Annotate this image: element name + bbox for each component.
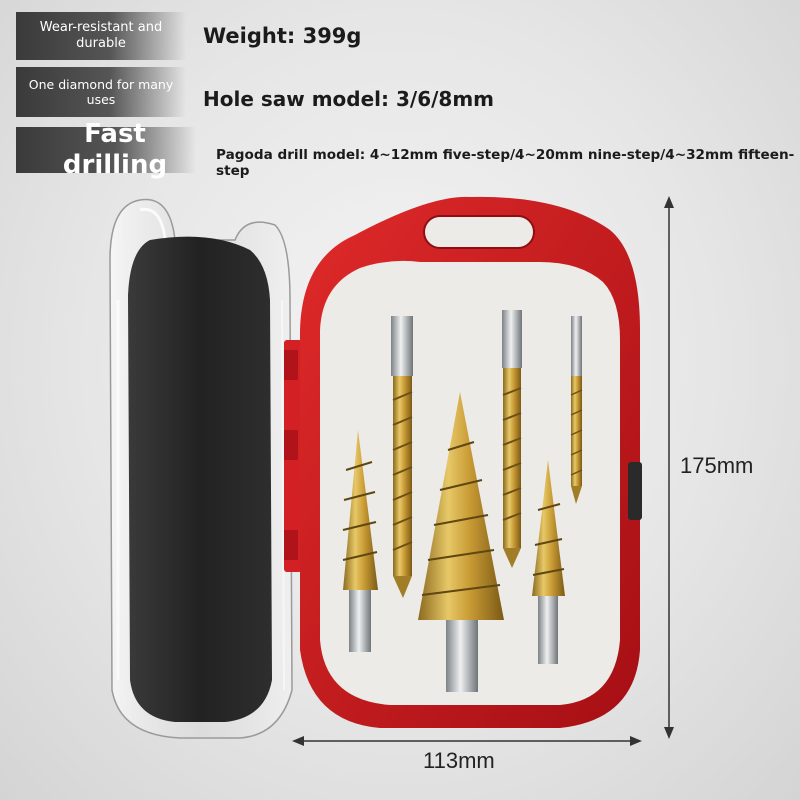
twist-drill-3: [570, 316, 583, 504]
feature-tag-multi-use: One diamond for many uses: [16, 67, 186, 117]
feature-tag-line: One diamond for many: [28, 77, 174, 92]
width-dimension-label: 113mm: [423, 748, 495, 773]
step-drill-large: [418, 392, 504, 692]
case-hinge: [284, 340, 302, 572]
spec-weight: Weight: 399g: [203, 24, 362, 48]
feature-tag-line: Wear-resistant and: [39, 20, 163, 36]
step-drill-medium: [532, 460, 565, 664]
feature-tag-fast-drilling: Fast drilling: [16, 119, 196, 180]
height-dimension-label: 175mm: [680, 453, 754, 478]
feature-tag-line: Fast drilling: [62, 118, 168, 180]
feature-tag-line: durable: [76, 36, 126, 51]
height-dimension-line: [664, 196, 674, 739]
spec-hole-saw: Hole saw model: 3/6/8mm: [203, 87, 495, 111]
case-lid: [109, 198, 293, 739]
feature-tag-wear-resistant: Wear-resistant and durable: [16, 12, 186, 60]
spec-pagoda: Pagoda drill model: 4~12mm five-step/4~2…: [216, 147, 795, 179]
twist-drill-1: [391, 316, 413, 598]
step-drill-small: [342, 430, 378, 652]
feature-tag-line: uses: [86, 92, 116, 107]
width-dimension-line: [292, 736, 642, 746]
twist-drill-2: [502, 310, 522, 568]
